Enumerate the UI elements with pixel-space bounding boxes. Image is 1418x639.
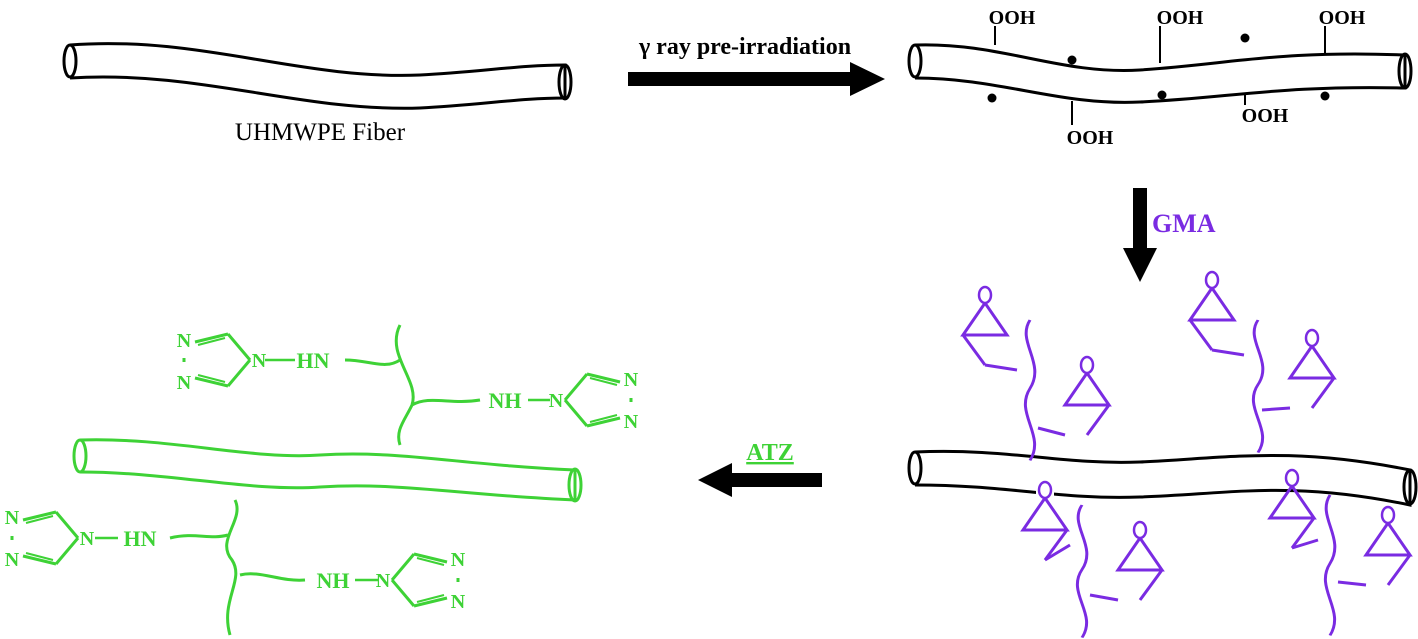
ring-n: N [451,549,466,571]
amine-label: NH [489,388,522,413]
bare-fiber [62,42,573,110]
ring-n: N [549,390,564,412]
ring-n: N [624,411,639,433]
ring-n: N [624,369,639,391]
ring-n: N [451,591,466,613]
ring-n: N [177,330,192,352]
ooh-label: OOH [1319,7,1366,29]
ring-n: N [252,350,267,372]
atz-label: ATZ [746,440,794,466]
irradiation-label: γ ray pre-irradiation [638,34,851,60]
irradiated-fiber [907,26,1413,125]
ooh-label: OOH [1157,7,1204,29]
ring-n: N [376,570,391,592]
gma-grafted-fiber [907,270,1418,639]
gma-arrow [1123,188,1157,282]
fiber-label: UHMWPE Fiber [235,119,406,146]
ring-n: N [80,528,95,550]
amine-label: NH [317,568,350,593]
ooh-label: OOH [989,7,1036,29]
ring-n: N [5,507,20,529]
ooh-label: OOH [1067,127,1114,149]
amine-label: HN [297,348,330,373]
ooh-label: OOH [1242,105,1289,127]
gma-label: GMA [1152,209,1216,238]
amine-label: HN [124,526,157,551]
ring-n: N [5,549,20,571]
irradiation-arrow [628,62,885,96]
atz-arrow [698,463,822,497]
ring-n: N [177,372,192,394]
atz-modified-fiber [10,324,633,636]
triazole-nitrogen-labels: N N N N N N N N N N N N [5,330,639,613]
